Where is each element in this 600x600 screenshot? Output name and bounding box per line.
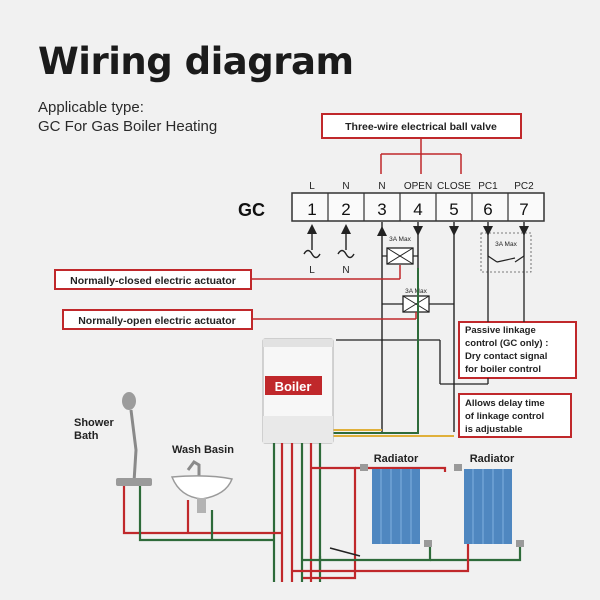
terminal-2-name: N <box>342 181 349 192</box>
terminal-5-number: 5 <box>449 200 458 219</box>
supply-n: N <box>337 224 355 276</box>
gc-label: GC <box>238 200 265 220</box>
arrow-up-icon <box>307 224 317 234</box>
radiator-1-label: Radiator <box>374 453 419 465</box>
max-current-label: 3A Max <box>495 241 517 248</box>
svg-text:Dry contact signal: Dry contact signal <box>465 351 547 362</box>
terminal-7-number: 7 <box>519 200 528 219</box>
wash-basin: Wash Basin <box>170 444 234 513</box>
arrow-down-icon <box>413 226 423 236</box>
pc-wires <box>336 256 525 385</box>
svg-text:Bath: Bath <box>74 430 99 442</box>
basin-bowl <box>170 475 234 500</box>
svg-text:Allows delay time: Allows delay time <box>465 398 545 409</box>
terminal-2: N 2 <box>341 181 350 219</box>
arrow-down-icon <box>483 226 493 236</box>
terminal-4-name: OPEN <box>404 181 432 192</box>
arrow-down-icon <box>449 226 459 236</box>
terminal-4: OPEN 4 <box>404 181 432 219</box>
nc-actuator-symbol: 3A Max <box>382 236 418 265</box>
valve-connector <box>380 138 462 174</box>
terminal-dividers <box>327 193 509 221</box>
boiler-pipes <box>272 443 322 582</box>
radiator-2-label: Radiator <box>470 453 515 465</box>
terminal-block <box>291 192 545 222</box>
svg-text:for boiler control: for boiler control <box>465 364 541 375</box>
terminal-3-number: 3 <box>377 200 386 219</box>
terminal-3: N 3 <box>377 181 386 219</box>
shower-label: Shower <box>74 417 114 429</box>
arrow-up-icon <box>377 226 387 236</box>
supply-n-label: N <box>342 265 349 276</box>
diagram-title: Wiring diagram <box>38 40 354 83</box>
valve-label: Three-wire electrical ball valve <box>345 121 497 133</box>
applicable-type-label: Applicable type: <box>38 99 144 116</box>
radiator-2: Radiator <box>454 453 524 547</box>
no-actuator-symbol: 3A Max <box>381 268 454 432</box>
passive-linkage-note: Passive linkage control (GC only) : Dry … <box>458 321 577 379</box>
nc-actuator-label: Normally-closed electric actuator <box>70 275 236 287</box>
applicable-type-value: GC For Gas Boiler Heating <box>38 118 218 135</box>
terminal-5: CLOSE 5 <box>437 181 471 219</box>
max-current-label: 3A Max <box>405 288 427 295</box>
ac-wave-icon <box>303 249 321 259</box>
no-actuator-label: Normally-open electric actuator <box>78 315 236 327</box>
faucet-icon <box>186 460 201 476</box>
supply-l: L <box>303 224 321 276</box>
svg-text:is adjustable: is adjustable <box>465 424 523 435</box>
svg-text:control (GC only) :: control (GC only) : <box>465 338 548 349</box>
terminal-1-number: 1 <box>307 200 316 219</box>
terminal-6-number: 6 <box>483 200 492 219</box>
terminal-1: L 1 <box>307 181 316 219</box>
svg-text:of linkage control: of linkage control <box>465 411 544 422</box>
svg-text:Passive linkage: Passive linkage <box>465 325 536 336</box>
terminal-6-name: PC1 <box>478 181 498 192</box>
boiler-label-plate <box>265 376 322 395</box>
boiler: Boiler <box>262 338 334 444</box>
terminal-4-number: 4 <box>413 200 422 219</box>
wash-basin-label: Wash Basin <box>172 444 234 456</box>
delay-time-note: Allows delay time of linkage control is … <box>458 393 572 438</box>
terminal-6: PC1 6 <box>478 181 498 219</box>
shower-head-icon <box>122 392 136 410</box>
boiler-label: Boiler <box>275 379 312 394</box>
dry-contact-symbol: 3A Max <box>480 232 532 273</box>
ac-wave-icon <box>337 249 355 259</box>
shower: Shower Bath <box>74 392 152 486</box>
terminal-1-name: L <box>309 181 315 192</box>
supply-l-label: L <box>309 265 315 276</box>
terminal-7-name: PC2 <box>514 181 534 192</box>
terminal-2-number: 2 <box>341 200 350 219</box>
arrow-up-icon <box>341 224 351 234</box>
arrow-down-icon <box>519 226 529 236</box>
terminal-5-name: CLOSE <box>437 181 471 192</box>
terminal-3-name: N <box>378 181 385 192</box>
boiler-wires <box>333 268 454 437</box>
max-current-label: 3A Max <box>389 236 411 243</box>
terminal-7: PC2 7 <box>514 181 534 219</box>
valve-label-box <box>321 113 522 139</box>
radiator-1: Radiator <box>360 453 432 547</box>
